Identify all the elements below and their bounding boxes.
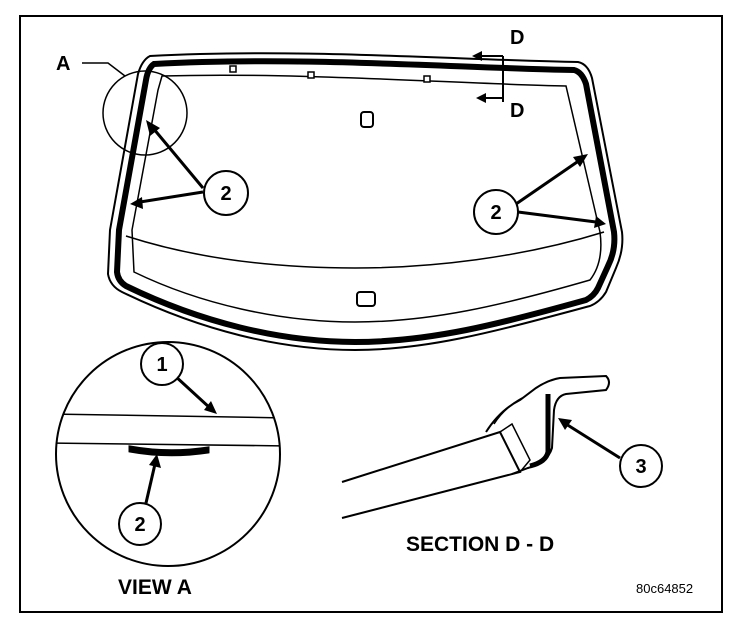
windshield-glass [106, 52, 624, 352]
view-a-marker: A [56, 53, 188, 156]
section-callout-3: 3 [558, 418, 663, 488]
view-letter: A [56, 53, 70, 75]
figure-border [19, 15, 723, 613]
section-d-d-detail: 3 [341, 374, 663, 519]
mirror-button [360, 111, 374, 128]
section-caption: SECTION D - D [406, 533, 554, 556]
glass-mounting-tabs [229, 65, 431, 307]
view-a-caption: VIEW A [118, 576, 192, 599]
section-cut-line: D D [472, 27, 524, 122]
callout-2-right: 2 [473, 154, 606, 235]
figure-id: 80c64852 [636, 581, 693, 596]
callout-2-left-number: 2 [220, 183, 231, 205]
section-callout-3-number: 3 [635, 456, 646, 478]
view-a-callout-1-number: 1 [156, 354, 167, 376]
view-a-callout-2: 2 [118, 454, 162, 546]
callout-2-left: 2 [130, 120, 249, 216]
view-a-callout-1: 1 [140, 342, 217, 414]
lower-mount-tab [356, 291, 376, 307]
view-a-detail: 1 2 [55, 341, 281, 567]
callout-2-right-number: 2 [490, 202, 501, 224]
section-letter-top: D [510, 27, 524, 49]
view-a-callout-2-number: 2 [134, 514, 145, 536]
section-letter-bottom: D [510, 100, 524, 122]
